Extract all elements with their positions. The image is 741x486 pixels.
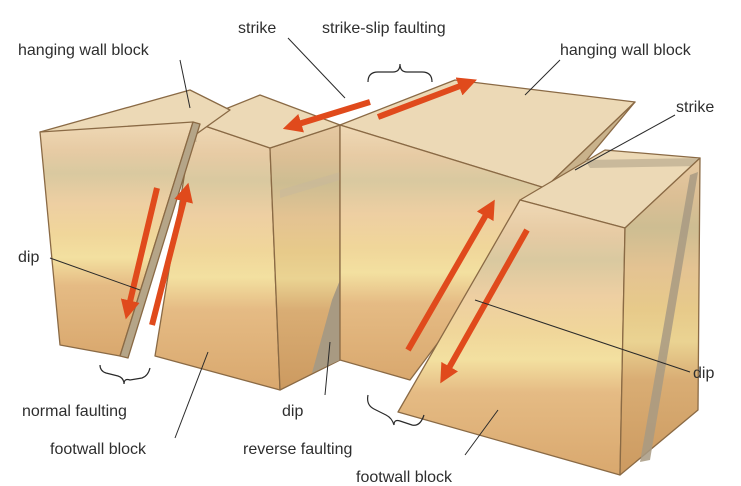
normal-arrow-up xyxy=(149,182,193,326)
strike-slip-arrow-right xyxy=(376,77,477,120)
label-strike-slip-faulting: strike-slip faulting xyxy=(322,20,446,37)
label-dip-right: dip xyxy=(693,365,714,382)
center-fault-sliver xyxy=(312,280,340,373)
label-footwall-right: footwall block xyxy=(356,469,453,486)
normal-faulting-brace xyxy=(99,364,151,385)
reverse-arrow-down xyxy=(440,228,530,384)
normal-arrow-down xyxy=(120,187,160,320)
label-normal-faulting: normal faulting xyxy=(22,403,127,420)
label-dip-center: dip xyxy=(282,403,303,420)
label-footwall-left: footwall block xyxy=(50,441,147,458)
label-reverse-faulting: reverse faulting xyxy=(243,441,352,458)
label-dip-left: dip xyxy=(18,249,39,266)
motion-arrows xyxy=(120,77,530,384)
label-hanging-wall-right: hanging wall block xyxy=(560,42,692,59)
strike-slip-arrow-left xyxy=(282,99,371,133)
leader-lines xyxy=(49,37,691,456)
label-hanging-wall-left: hanging wall block xyxy=(18,42,150,59)
reverse-faulting-brace xyxy=(367,394,425,426)
label-strike-top: strike xyxy=(238,20,276,37)
label-strike-right: strike xyxy=(676,99,714,116)
reverse-arrow-up xyxy=(405,199,495,352)
normal-fault-plane xyxy=(119,121,201,359)
strike-slip-brace xyxy=(367,63,433,83)
right-footwall-block xyxy=(397,149,701,476)
